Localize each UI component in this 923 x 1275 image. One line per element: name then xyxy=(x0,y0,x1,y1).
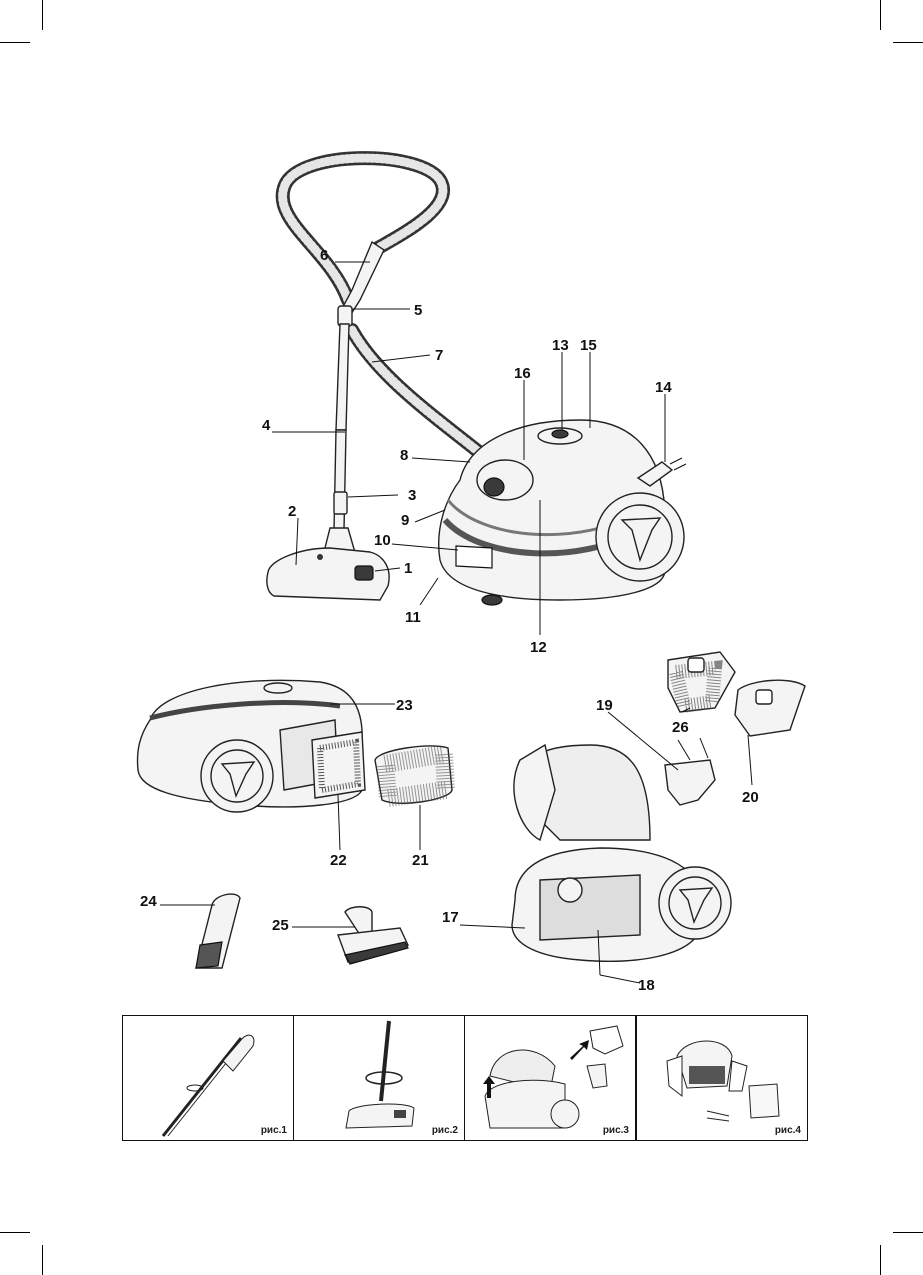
callout-14: 14 xyxy=(655,379,672,396)
figure-2-drawing xyxy=(345,1020,415,1129)
vacuum-diagram: 6 5 7 4 8 3 9 10 1 11 12 13 15 16 14 2 xyxy=(136,151,806,994)
figure-label: рис.4 xyxy=(774,1125,801,1136)
callout-15: 15 xyxy=(580,337,597,354)
crop-mark xyxy=(880,1245,881,1275)
crop-mark xyxy=(893,1232,923,1233)
callout-20: 20 xyxy=(742,789,759,806)
figure-2: рис.2 xyxy=(293,1015,465,1141)
crop-mark xyxy=(880,0,881,30)
callout-6: 6 xyxy=(320,247,328,264)
figure-3-drawing xyxy=(483,1025,624,1129)
callout-18: 18 xyxy=(638,977,655,994)
upholstery-tool xyxy=(337,906,409,965)
callout-22: 22 xyxy=(330,852,347,869)
callout-25: 25 xyxy=(272,917,289,934)
rear-leaders xyxy=(330,703,421,851)
callout-11: 11 xyxy=(405,609,421,626)
figure-label: рис.1 xyxy=(260,1125,287,1136)
open-leaders xyxy=(459,707,753,984)
crevice-tool xyxy=(195,893,241,969)
figure-label: рис.2 xyxy=(431,1125,458,1136)
open-vacuum xyxy=(511,651,806,962)
crop-mark xyxy=(0,1232,30,1233)
callout-16: 16 xyxy=(514,365,531,382)
assembled-vacuum xyxy=(266,151,687,606)
crop-mark xyxy=(893,42,923,43)
callout-12: 12 xyxy=(530,639,547,656)
rear-view-filters xyxy=(136,679,456,813)
crop-mark xyxy=(0,42,30,43)
callout-24: 24 xyxy=(140,893,157,910)
callout-5: 5 xyxy=(414,302,422,319)
callout-7: 7 xyxy=(435,347,443,364)
figure-1-drawing xyxy=(161,1034,255,1137)
callout-19: 19 xyxy=(596,697,613,714)
callout-1: 1 xyxy=(404,560,412,577)
figure-label: рис.3 xyxy=(602,1125,629,1136)
crop-mark xyxy=(42,0,43,30)
callout-2: 2 xyxy=(288,503,296,520)
crop-mark xyxy=(42,1245,43,1275)
callout-3: 3 xyxy=(408,487,416,504)
callout-26: 26 xyxy=(672,719,689,736)
figure-4: рис.4 xyxy=(636,1015,808,1141)
callout-9: 9 xyxy=(401,512,409,529)
assembled-callouts: 6 5 7 4 8 3 9 10 1 11 12 13 15 16 14 2 xyxy=(262,247,672,656)
callout-21: 21 xyxy=(412,852,429,869)
figure-3: рис.3 xyxy=(464,1015,636,1141)
callout-23: 23 xyxy=(396,697,413,714)
figure-4-drawing xyxy=(666,1040,780,1122)
callout-17: 17 xyxy=(442,909,459,926)
callout-13: 13 xyxy=(552,337,569,354)
callout-8: 8 xyxy=(400,447,408,464)
callout-10: 10 xyxy=(374,532,391,549)
callout-4: 4 xyxy=(262,417,271,434)
figure-1: рис.1 xyxy=(122,1015,294,1141)
assembled-leaders xyxy=(272,261,666,635)
